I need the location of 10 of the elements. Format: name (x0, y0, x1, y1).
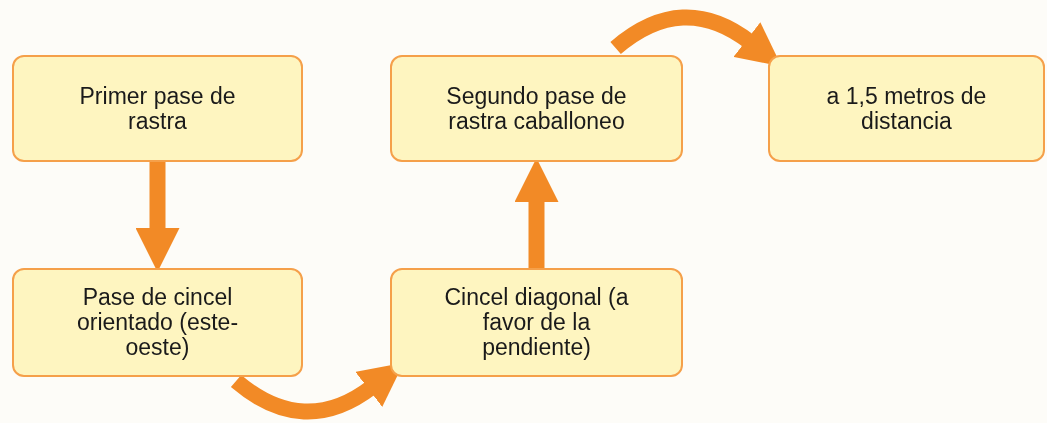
step-text: Primer pase de rastra (78, 83, 237, 134)
process-box (12, 268, 303, 377)
step-text: Cincel diagonal (a favor de la pendiente) (443, 285, 630, 360)
process-box (768, 55, 1045, 162)
step-text: Segundo pase de rastra caballoneo (445, 83, 628, 134)
process-box (390, 268, 683, 377)
process-box (390, 55, 683, 162)
process-box (12, 55, 303, 162)
step-text: Pase de cincel orientado (este-oeste) (75, 285, 240, 360)
step-text: a 1,5 metros de distancia (826, 83, 987, 134)
